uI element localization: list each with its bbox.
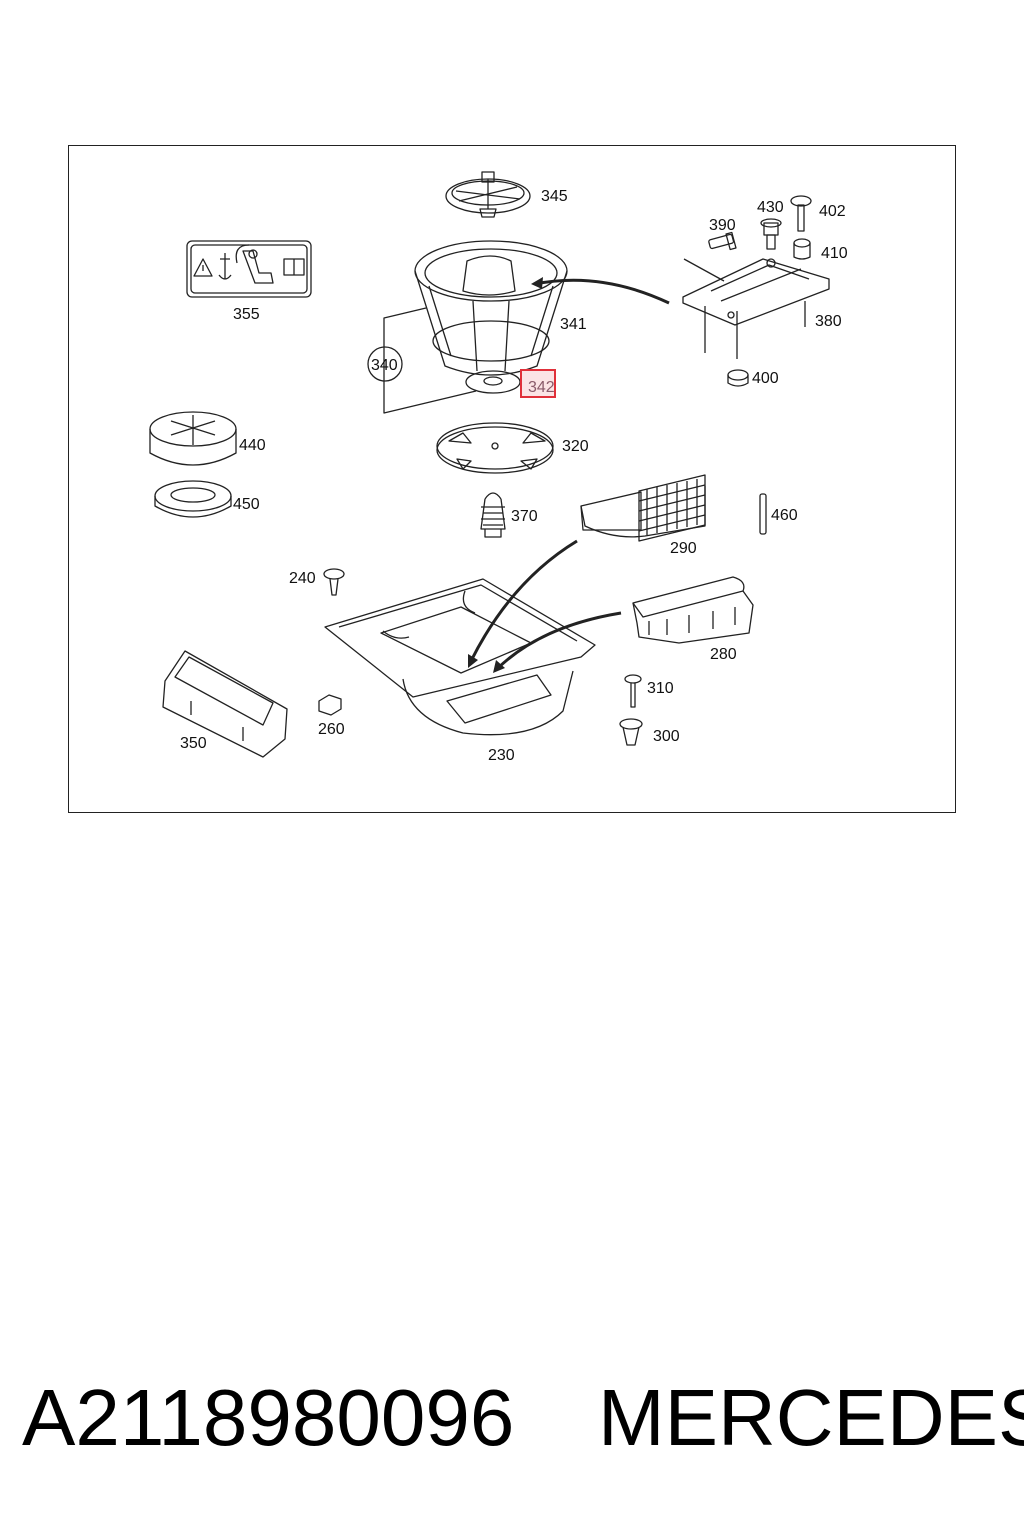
part-label-345[interactable]: 345 [541, 188, 568, 205]
part-400-nut-drawing[interactable] [727, 369, 749, 387]
part-label-450[interactable]: 450 [233, 496, 260, 513]
part-label-430[interactable]: 430 [757, 199, 784, 216]
part-370-spring-drawing[interactable] [480, 492, 506, 538]
part-380-bracket-drawing[interactable] [682, 258, 830, 359]
parts-diagram-frame: 345 390 430 402 410 355 341 380 340 342 … [68, 145, 956, 813]
part-label-460[interactable]: 460 [771, 507, 798, 524]
part-label-260[interactable]: 260 [318, 721, 345, 738]
part-label-350[interactable]: 350 [180, 735, 207, 752]
part-460-pin-drawing[interactable] [759, 493, 767, 535]
part-label-340[interactable]: 340 [371, 357, 398, 374]
part-402-screw-drawing[interactable] [790, 195, 812, 232]
part-310-screw-drawing[interactable] [624, 674, 642, 708]
part-340-group-bracket-drawing [367, 307, 477, 414]
part-290-tray-drawing[interactable] [580, 474, 706, 542]
part-label-370[interactable]: 370 [511, 508, 538, 525]
part-label-290[interactable]: 290 [670, 540, 697, 557]
part-342-washer-drawing[interactable] [465, 370, 521, 394]
part-label-440[interactable]: 440 [239, 437, 266, 454]
part-230-trunk-floor-drawing[interactable] [324, 578, 596, 736]
part-label-380[interactable]: 380 [815, 313, 842, 330]
part-355-warning-label-drawing[interactable] [186, 240, 312, 298]
part-number-text: A2118980096 [22, 1373, 515, 1462]
part-label-410[interactable]: 410 [821, 245, 848, 262]
part-430-bolt-drawing[interactable] [760, 218, 782, 250]
part-label-320[interactable]: 320 [562, 438, 589, 455]
assembly-arrows [469, 278, 670, 671]
part-label-355[interactable]: 355 [233, 306, 260, 323]
part-label-300[interactable]: 300 [653, 728, 680, 745]
part-345-cap-drawing[interactable] [445, 171, 531, 218]
part-label-402[interactable]: 402 [819, 203, 846, 220]
part-410-nut-drawing[interactable] [793, 238, 811, 260]
part-450-ring-drawing[interactable] [154, 480, 232, 518]
part-350-trim-panel-drawing[interactable] [162, 650, 288, 758]
part-341-spare-wheel-bowl-drawing[interactable] [414, 240, 568, 376]
part-300-nut-drawing[interactable] [619, 718, 643, 746]
brand-name-text: MERCEDES [598, 1373, 1024, 1462]
part-label-280[interactable]: 280 [710, 646, 737, 663]
part-342-highlight-box [520, 369, 556, 398]
part-240-clip-drawing[interactable] [323, 568, 345, 596]
parts-diagram: 345 390 430 402 410 355 341 380 340 342 … [149, 171, 848, 764]
part-440-holder-drawing[interactable] [149, 411, 237, 466]
part-260-clip-drawing[interactable] [318, 694, 342, 716]
part-label-400[interactable]: 400 [752, 370, 779, 387]
part-label-310[interactable]: 310 [647, 680, 674, 697]
part-label-390[interactable]: 390 [709, 217, 736, 234]
part-label-341[interactable]: 341 [560, 316, 587, 333]
part-320-disc-drawing[interactable] [436, 422, 554, 474]
arrow-heads [468, 277, 543, 673]
part-label-240[interactable]: 240 [289, 570, 316, 587]
part-390-bolt-drawing[interactable] [683, 231, 737, 282]
part-label-342[interactable]: 342 [528, 379, 555, 396]
part-280-tray-drawing[interactable] [632, 576, 754, 644]
part-label-230[interactable]: 230 [488, 747, 515, 764]
